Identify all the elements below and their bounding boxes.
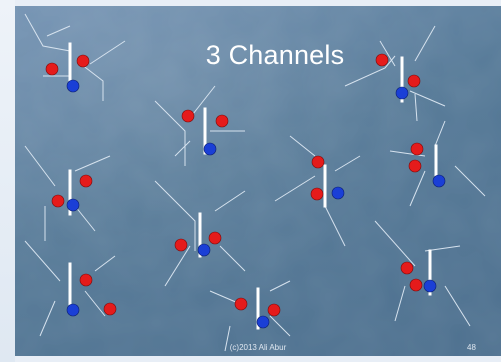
red-dot (310, 187, 324, 201)
red-dot (174, 238, 188, 252)
slide-title: 3 Channels (205, 40, 345, 70)
footer-copyright: (c)2013 Ali Abur (229, 343, 287, 352)
red-dot (45, 62, 59, 76)
left-margin (0, 0, 15, 362)
page-number: 48 (467, 343, 476, 352)
red-dot (51, 194, 65, 208)
red-dot (215, 114, 229, 128)
blue-dot (66, 79, 80, 93)
red-dot (407, 74, 421, 88)
red-dot (208, 231, 222, 245)
blue-dot (66, 303, 80, 317)
red-dot (311, 155, 325, 169)
red-dots (45, 53, 424, 317)
network-diagram (15, 6, 501, 356)
red-dot (408, 159, 422, 173)
red-dot (79, 174, 93, 188)
red-dot (267, 303, 281, 317)
blue-dot (197, 243, 211, 257)
blue-dots (66, 79, 446, 329)
red-dot (375, 53, 389, 67)
blue-dot (203, 142, 217, 156)
slide: 3 Channels (c)2013 Ali Abur 48 (15, 6, 501, 356)
blue-dot (256, 315, 270, 329)
blue-dot (423, 279, 437, 293)
red-dot (410, 142, 424, 156)
red-dot (76, 54, 90, 68)
red-dot (79, 273, 93, 287)
blue-dot (66, 198, 80, 212)
red-dot (181, 109, 195, 123)
blue-dot (331, 186, 345, 200)
red-dot (409, 278, 423, 292)
red-dot (103, 302, 117, 316)
blue-dot (432, 174, 446, 188)
red-dot (400, 261, 414, 275)
blue-dot (395, 86, 409, 100)
red-dot (234, 297, 248, 311)
